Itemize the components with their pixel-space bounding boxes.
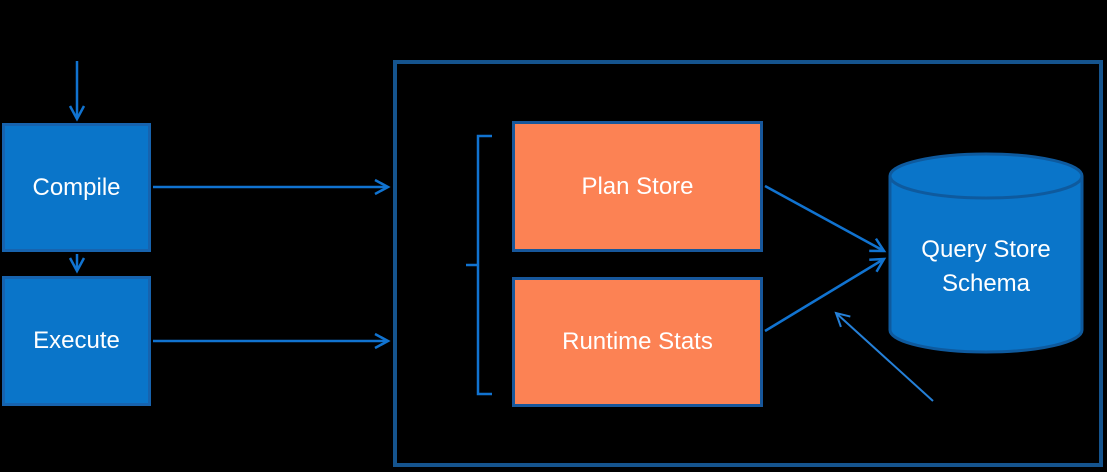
execute-label: Execute — [33, 327, 120, 354]
plan-store-label: Plan Store — [581, 172, 694, 200]
runtime-stats-node: Runtime Stats — [512, 277, 763, 407]
compile-label: Compile — [32, 173, 121, 201]
plan-store-node: Plan Store — [512, 121, 763, 252]
runtime-stats-label: Runtime Stats — [562, 328, 713, 355]
execute-node: Execute — [2, 276, 151, 406]
query-store-schema-node: Query Store Schema — [891, 230, 1081, 304]
compile-node: Compile — [2, 123, 151, 252]
query-store-schema-label: Query Store Schema — [921, 236, 1051, 297]
query-store-container-outline — [393, 60, 1103, 467]
